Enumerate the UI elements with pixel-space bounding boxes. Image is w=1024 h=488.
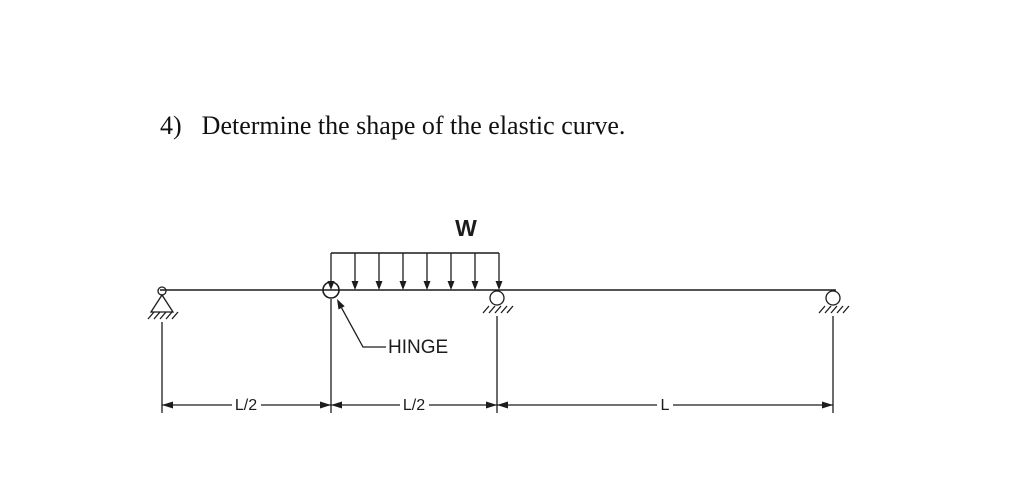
load-label: W: [455, 215, 477, 241]
load-arrowheads: [327, 281, 503, 290]
pin-support-left: [147, 286, 179, 320]
problem-statement: Determine the shape of the elastic curve…: [201, 111, 626, 140]
roller-support-middle: [482, 290, 514, 314]
dim-arrow-icon: [162, 401, 173, 409]
dimension-label-left: L/2: [235, 397, 257, 414]
problem-title: 4) Determine the shape of the elastic cur…: [160, 110, 625, 141]
ground-hatching-middle: [482, 305, 514, 314]
ground-hatching-right: [818, 305, 850, 314]
problem-number: 4): [160, 111, 182, 140]
dimension-label-middle: L/2: [403, 397, 425, 414]
dim-arrow-icon: [497, 401, 508, 409]
roller-circle-icon: [489, 290, 505, 306]
dimension-left: L/2: [162, 397, 331, 414]
dim-arrow-icon: [486, 401, 497, 409]
distributed-load: W: [327, 215, 503, 290]
dimension-middle: L/2: [331, 397, 497, 414]
roller-support-right: [818, 290, 850, 314]
dimension-right: L: [497, 397, 833, 414]
dim-arrow-icon: [822, 401, 833, 409]
pin-circle-icon: [157, 286, 167, 296]
hinge-leader-arrowhead: [337, 299, 345, 310]
pin-triangle-icon: [149, 293, 175, 313]
ground-hatching-left: [147, 311, 179, 320]
dimension-label-right: L: [661, 397, 670, 414]
extension-lines: [161, 299, 834, 413]
dim-arrow-icon: [331, 401, 342, 409]
hinge-callout: HINGE: [337, 299, 448, 358]
load-arrow-shafts: [330, 253, 500, 283]
dim-arrow-icon: [320, 401, 331, 409]
hinge-leader-line: [341, 307, 386, 348]
roller-circle-icon: [825, 290, 841, 306]
hinge-label: HINGE: [388, 337, 448, 358]
